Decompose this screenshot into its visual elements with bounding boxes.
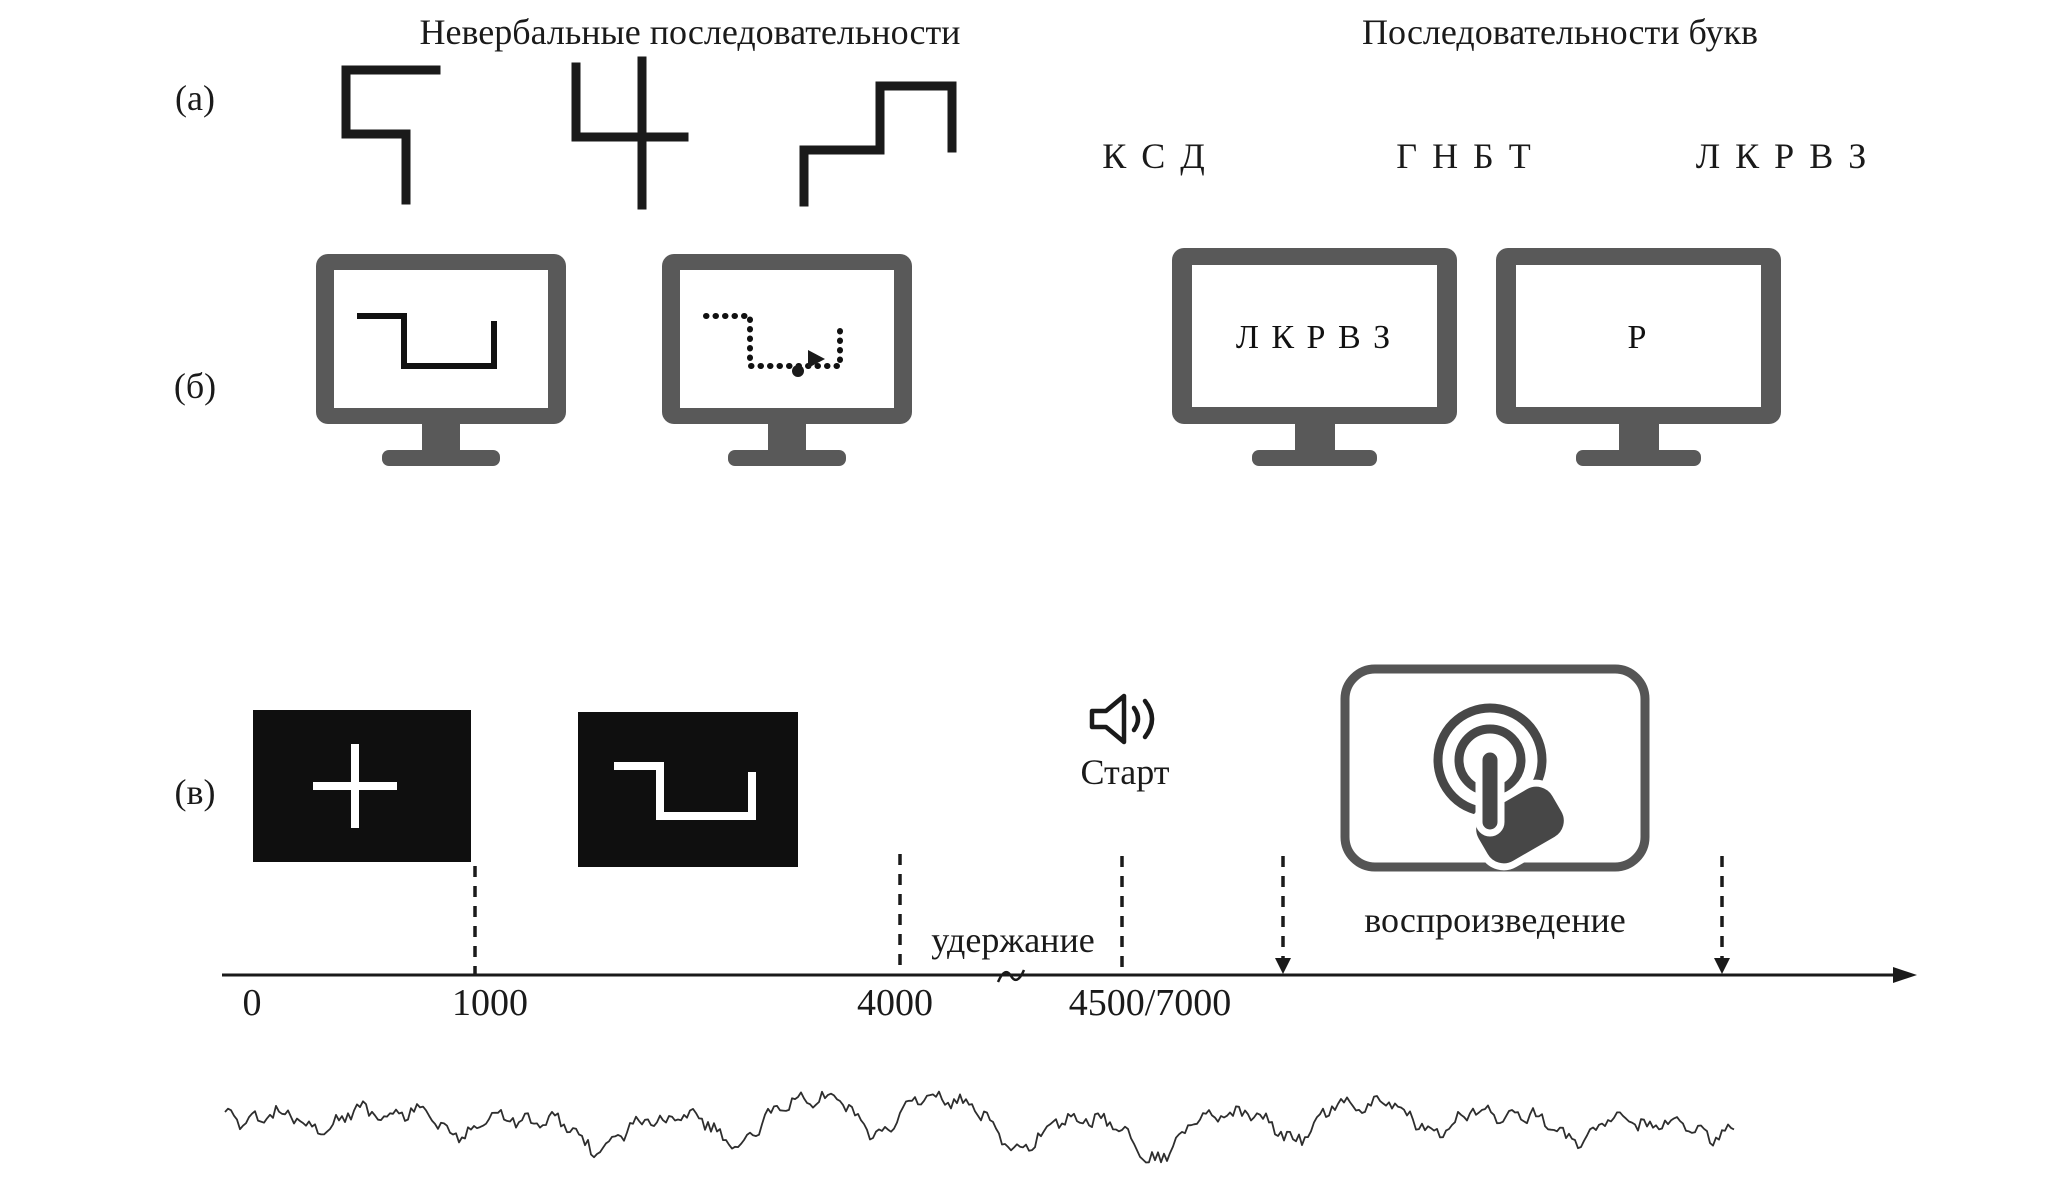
- monitor-neck: [1619, 422, 1659, 452]
- tick-label-4000: 4000: [857, 982, 933, 1024]
- touch-tap-icon: [1433, 703, 1571, 871]
- monitor-letters-text: Л К Р В З: [1236, 319, 1392, 356]
- monitor-letters-sample: Л К Р В З: [1172, 248, 1457, 466]
- speaker-icon: [1089, 693, 1155, 745]
- sample-trajectory: [357, 313, 497, 369]
- monitor-screen: [1516, 265, 1761, 407]
- zigzag-path: [341, 65, 441, 205]
- axis-break: [996, 969, 1026, 983]
- nonverbal-figure-2: [571, 56, 689, 210]
- monitor-screen: [334, 270, 548, 408]
- cursor-arrow-icon: [808, 350, 825, 368]
- speaker-wave-small: [1131, 705, 1141, 733]
- nonverbal-sequences-title: Невербальные последовательности: [419, 12, 961, 52]
- retention-label: удержание: [931, 920, 1095, 960]
- fixation-screen: [253, 710, 471, 862]
- monitor-probe-text: Р: [1628, 319, 1649, 356]
- index-finger: [1475, 745, 1505, 837]
- down-arrowhead-icon: [1275, 958, 1291, 974]
- eeg-trace: [224, 1090, 1735, 1164]
- monitor-screen: [1192, 265, 1437, 407]
- monitor-neck: [1295, 422, 1335, 452]
- down-arrowhead-icon: [1714, 958, 1730, 974]
- fixation-cross-icon: [313, 744, 397, 828]
- tick-label-0: 0: [242, 982, 262, 1024]
- monitor-nonverbal-sample: [316, 254, 566, 466]
- monitor-neck: [422, 422, 460, 452]
- nonverbal-figure-1: [341, 65, 441, 205]
- reproduction-label: воспроизведение: [1364, 900, 1626, 940]
- cursor-dot-icon: [792, 365, 804, 377]
- axis-arrowhead-icon: [1893, 967, 1917, 983]
- row-label-b: (б): [173, 366, 217, 406]
- zigzag-path: [799, 81, 957, 207]
- letter-sequences-title: Последовательности букв: [1362, 12, 1758, 52]
- timeline-axis-group: [222, 854, 1917, 983]
- dotted-trajectory: [703, 313, 843, 369]
- row-label-v: (в): [174, 772, 216, 812]
- monitor-neck: [768, 422, 806, 452]
- stimulus-trajectory: [614, 762, 756, 820]
- monitor-base: [1576, 450, 1701, 466]
- letter-sequence-3: Л К Р В З: [1695, 136, 1870, 176]
- row-label-a: (а): [175, 78, 215, 118]
- monitor-screen: [680, 270, 894, 408]
- monitor-letter-probe: Р: [1496, 248, 1781, 466]
- monitor-base: [728, 450, 846, 466]
- start-label: Старт: [1080, 752, 1170, 792]
- touch-response-panel: [1340, 664, 1650, 872]
- monitor-nonverbal-recall: [662, 254, 912, 466]
- speaker-body: [1089, 693, 1127, 745]
- black-screen: [578, 712, 798, 867]
- zigzag-path: [571, 62, 689, 142]
- monitor-base: [382, 450, 500, 466]
- nonverbal-figure-3: [799, 81, 957, 207]
- eeg-waveform-path: [224, 1090, 1735, 1164]
- tick-label-4500-7000: 4500/7000: [1068, 982, 1232, 1024]
- letter-sequence-2: Г Н Б Т: [1396, 136, 1534, 176]
- monitor-base: [1252, 450, 1377, 466]
- speaker-wave-large: [1142, 698, 1155, 740]
- letter-sequence-1: К С Д: [1102, 136, 1208, 176]
- tick-label-1000: 1000: [452, 982, 528, 1024]
- stimulus-screen: [578, 712, 798, 867]
